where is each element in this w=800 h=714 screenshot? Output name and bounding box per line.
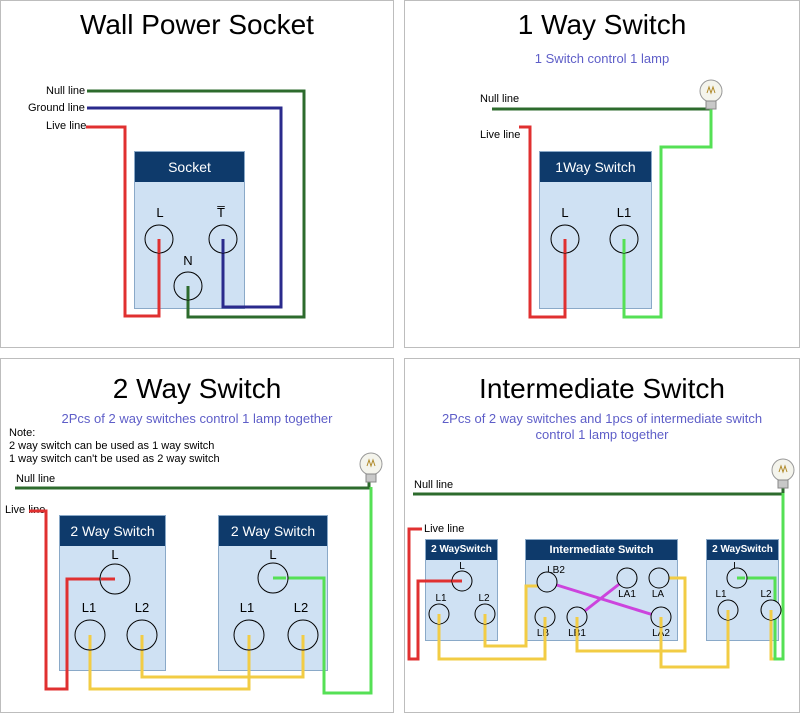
terminal-label-earth: T̅ — [217, 205, 225, 220]
panel-title: 2 Way Switch — [112, 373, 282, 404]
terminal-label-L2: L2 — [134, 600, 150, 615]
null-line-label: Null line — [46, 85, 86, 97]
terminal-label-L2: L2 — [760, 589, 772, 600]
terminal-label-L2: L2 — [478, 593, 490, 604]
live-line-label: Live line — [424, 523, 465, 535]
terminal-label-LA: LA — [651, 589, 665, 600]
live-line-label: Live line — [5, 504, 46, 516]
subtitle-line: control 1 lamp together — [535, 427, 669, 442]
panel-one-way: 1 Way Switch 1 Switch control 1 lamp Nul… — [404, 0, 800, 348]
terminal-label-L1: L1 — [81, 600, 97, 615]
terminal-label-L1: L1 — [435, 593, 447, 604]
terminal-label-L1: L1 — [239, 600, 255, 615]
two-way-switch-box-left: 2 WaySwitch — [425, 539, 498, 641]
switch-title: 2 Way Switch — [60, 516, 165, 546]
switch-title: 2 WaySwitch — [707, 540, 778, 560]
terminal-label-L: L — [561, 205, 569, 220]
panel-title: Wall Power Socket — [80, 9, 314, 40]
terminal-label-N: N — [183, 253, 193, 268]
one-way-switch-box: 1Way Switch — [539, 151, 652, 309]
terminal-label-L: L — [111, 547, 119, 562]
switch-title: 2 WaySwitch — [426, 540, 497, 560]
switch-title: 2 Way Switch — [219, 516, 327, 546]
lamp-icon — [359, 452, 383, 483]
null-line-label: Null line — [480, 93, 520, 105]
live-line-label: Live line — [480, 129, 521, 141]
switch-title: Intermediate Switch — [526, 540, 677, 560]
live-line-label: Live line — [46, 120, 87, 132]
note-line: Note: — [9, 427, 36, 439]
one-way-switch-title: 1Way Switch — [540, 152, 651, 182]
socket-box-title: Socket — [135, 152, 244, 182]
terminal-label-LB2: LB2 — [547, 565, 565, 576]
panel-two-way: 2 Way Switch 2Pcs of 2 way switches cont… — [0, 358, 394, 713]
note-line: 1 way switch can't be used as 2 way swit… — [9, 453, 220, 465]
terminal-label-L: L — [156, 205, 164, 220]
panel-subtitle: 2Pcs of 2 way switches and 1pcs of inter… — [405, 411, 799, 443]
terminal-label-L2: L2 — [293, 600, 309, 615]
two-way-switch-box-right: 2 Way Switch — [218, 515, 328, 671]
lamp-icon — [699, 79, 723, 110]
terminal-label-LA2: LA2 — [652, 628, 670, 639]
null-wire — [413, 475, 785, 496]
subtitle-line: 2Pcs of 2 way switches and 1pcs of inter… — [441, 411, 763, 426]
terminal-label-L1: L1 — [715, 589, 727, 600]
note-block: Note: 2 way switch can be used as 1 way … — [9, 427, 220, 466]
panel-title: Intermediate Switch — [479, 373, 725, 404]
lamp-icon — [771, 458, 795, 489]
two-way-switch-box-left: 2 Way Switch — [59, 515, 166, 671]
panel-subtitle: 2Pcs of 2 way switches control 1 lamp to… — [61, 411, 333, 426]
note-line: 2 way switch can be used as 1 way switch — [9, 440, 215, 452]
terminal-label-L: L — [733, 561, 739, 572]
terminal-label-L1: L1 — [616, 205, 632, 220]
null-line-label: Null line — [414, 479, 454, 491]
null-line-label: Null line — [16, 473, 56, 485]
panel-wall-socket: Wall Power Socket Null line Ground line … — [0, 0, 394, 348]
socket-box: Socket — [134, 151, 245, 309]
ground-line-label: Ground line — [28, 102, 85, 114]
null-wire — [15, 469, 371, 490]
terminal-label-L: L — [269, 547, 277, 562]
panel-subtitle: 1 Switch control 1 lamp — [534, 51, 670, 66]
panel-title: 1 Way Switch — [517, 9, 687, 40]
terminal-label-LB1: LB1 — [568, 628, 586, 639]
terminal-label-L: L — [459, 561, 465, 572]
panel-intermediate: Intermediate Switch 2Pcs of 2 way switch… — [404, 358, 800, 713]
